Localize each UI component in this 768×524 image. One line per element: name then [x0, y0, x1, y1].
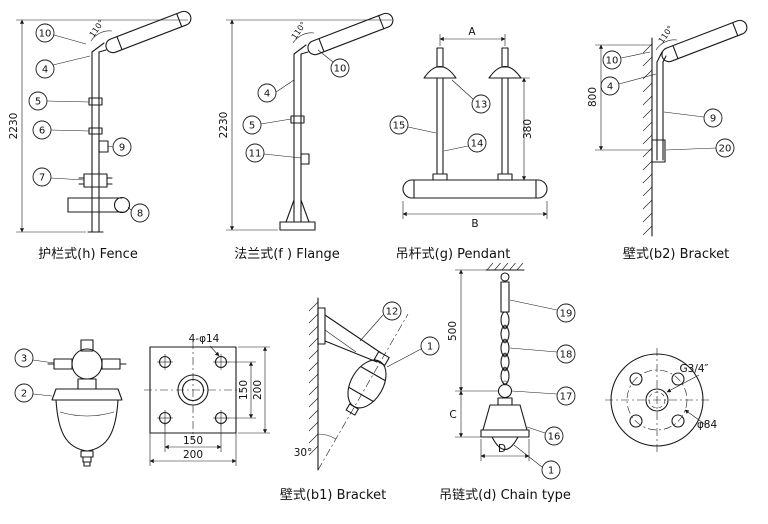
svg-text:7: 7	[39, 173, 45, 184]
svg-text:8: 8	[137, 209, 143, 220]
callout-lamp-3: 3	[14, 348, 55, 368]
callout-fence-8: 8	[127, 203, 150, 223]
svg-text:3: 3	[21, 354, 27, 365]
figure-bracket-b2: 110° 800 10 4 9 20 壁式(b2) Bracket	[587, 19, 748, 262]
b1-lamp	[345, 351, 390, 416]
plate-dim-inner-h: 150	[183, 435, 203, 447]
svg-text:15: 15	[393, 121, 406, 132]
plate-holes	[157, 354, 229, 426]
chain-dim-c: C	[449, 409, 456, 421]
plate-dim-inner-v: 150	[238, 380, 250, 400]
caption-flange: 法兰式(f ) Flange	[234, 247, 340, 262]
callout-fence-5: 5	[28, 91, 90, 111]
fence-lamp-head	[105, 10, 192, 54]
callout-flange-10: 10	[317, 49, 350, 78]
callout-b2-10: 10	[602, 50, 651, 70]
figure-lamp-detail: 3 2	[14, 339, 127, 467]
caption-bracket-b1: 壁式(b1) Bracket	[280, 488, 386, 503]
callout-chain-18: 18	[509, 344, 576, 364]
svg-text:10: 10	[334, 64, 347, 75]
pendant-dim-b: B	[471, 218, 478, 230]
caption-pendant: 吊杆式(g) Pendant	[396, 247, 511, 262]
svg-text:10: 10	[606, 56, 619, 67]
figure-bracket-b1: 30° 12 1 壁式(b1) Bracket	[280, 297, 440, 503]
svg-text:9: 9	[119, 143, 125, 154]
b2-wall-hatch	[642, 43, 653, 236]
callout-chain-16: 16	[526, 426, 564, 446]
b1-angle-label: 30°	[294, 447, 313, 459]
flange-angle-label: 110°	[290, 20, 308, 41]
chain-links	[500, 311, 510, 386]
svg-text:14: 14	[471, 139, 484, 150]
figure-pendant: A 380 B 13 14 15 吊杆式(g) Pendant	[389, 26, 548, 262]
fence-height-dim: 2230	[8, 113, 20, 140]
caption-chain: 吊链式(d) Chain type	[439, 488, 571, 503]
svg-text:18: 18	[560, 350, 573, 361]
b2-angle-label: 110°	[657, 24, 675, 45]
svg-text:16: 16	[548, 432, 561, 443]
flange-thread-label: G3/4″	[680, 363, 709, 375]
callout-fence-7: 7	[32, 167, 85, 187]
svg-text:1: 1	[548, 466, 554, 477]
svg-text:1: 1	[427, 342, 433, 353]
callout-fence-10: 10	[35, 23, 87, 45]
svg-text:9: 9	[710, 114, 716, 125]
svg-text:5: 5	[35, 97, 41, 108]
svg-text:20: 20	[719, 144, 732, 155]
fence-angle-label: 110°	[88, 18, 106, 39]
svg-text:2: 2	[21, 389, 27, 400]
figure-flange-detail: G3/4″ φ84	[605, 348, 717, 452]
b2-height-dim: 800	[587, 87, 599, 107]
callout-fence-4: 4	[35, 55, 91, 79]
chain-ceiling-hatch	[486, 262, 524, 271]
svg-text:11: 11	[249, 149, 262, 160]
plate-holes-label: 4-φ14	[189, 333, 220, 345]
callout-pendant-15: 15	[389, 115, 437, 135]
svg-text:5: 5	[249, 121, 255, 132]
callout-chain-1: 1	[513, 444, 561, 480]
caption-bracket-b2: 壁式(b2) Bracket	[623, 247, 729, 262]
svg-text:12: 12	[386, 307, 399, 318]
svg-text:13: 13	[475, 100, 488, 111]
callout-flange-5: 5	[242, 115, 292, 135]
pendant-dim-a: A	[468, 26, 476, 38]
chain-dim-d: D	[498, 443, 506, 455]
callout-chain-17: 17	[511, 386, 576, 406]
callout-fence-6: 6	[32, 120, 90, 140]
chain-height-dim: 500	[447, 321, 459, 341]
callout-b2-4: 4	[600, 73, 657, 96]
callout-lamp-2: 2	[14, 383, 53, 403]
callout-flange-11: 11	[245, 143, 302, 163]
callout-fence-9: 9	[107, 137, 132, 157]
flange-bolt-holes	[629, 372, 685, 428]
callout-pendant-13: 13	[451, 79, 491, 114]
plate-dim-outer-v: 200	[252, 380, 264, 400]
callout-b1-1: 1	[386, 336, 440, 368]
svg-text:4: 4	[42, 65, 48, 76]
flange-height-dim: 2230	[218, 112, 230, 139]
svg-text:10: 10	[39, 29, 52, 40]
callout-flange-4: 4	[257, 79, 295, 103]
callout-b1-12: 12	[359, 301, 402, 342]
callout-chain-19: 19	[509, 299, 576, 323]
svg-text:6: 6	[39, 126, 45, 137]
svg-text:17: 17	[560, 392, 573, 403]
callout-b2-20: 20	[665, 138, 735, 158]
callout-b2-9: 9	[663, 108, 723, 128]
svg-text:19: 19	[560, 309, 573, 320]
figure-chain: 500 C D 19 18 17 16 1 吊链式(d) Chain type	[439, 262, 576, 503]
b2-lamp-head	[661, 19, 748, 63]
figure-flange: 110° 2230 10 4 5 11 法兰式(f ) Flange	[218, 12, 394, 262]
figure-base-plate: 4-φ14 150 200 150 200	[144, 333, 270, 466]
figure-fence: 110° 2230 10 4 5	[8, 10, 192, 262]
pendant-dim-drop: 380	[522, 119, 534, 139]
caption-fence: 护栏式(h) Fence	[38, 247, 138, 262]
svg-text:4: 4	[607, 82, 613, 93]
plate-dim-outer-h: 200	[183, 449, 203, 461]
svg-text:4: 4	[264, 89, 270, 100]
flange-lamp-head	[307, 12, 394, 56]
b1-wall-hatch	[308, 301, 319, 456]
callout-pendant-14: 14	[443, 133, 487, 153]
